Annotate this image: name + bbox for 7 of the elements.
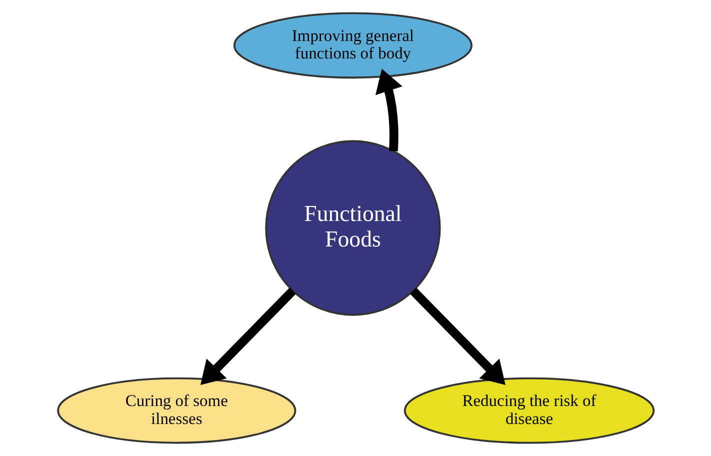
node-ellipse: Curing of some ilnesses <box>56 377 296 444</box>
node-ellipse: Reducing the risk of disease <box>403 377 654 444</box>
arrow <box>409 288 505 385</box>
arrow <box>374 68 402 152</box>
node-circle: Functional Foods <box>264 140 440 316</box>
node-ellipse: Improving general functions of body <box>232 12 472 79</box>
arrow <box>200 288 296 385</box>
